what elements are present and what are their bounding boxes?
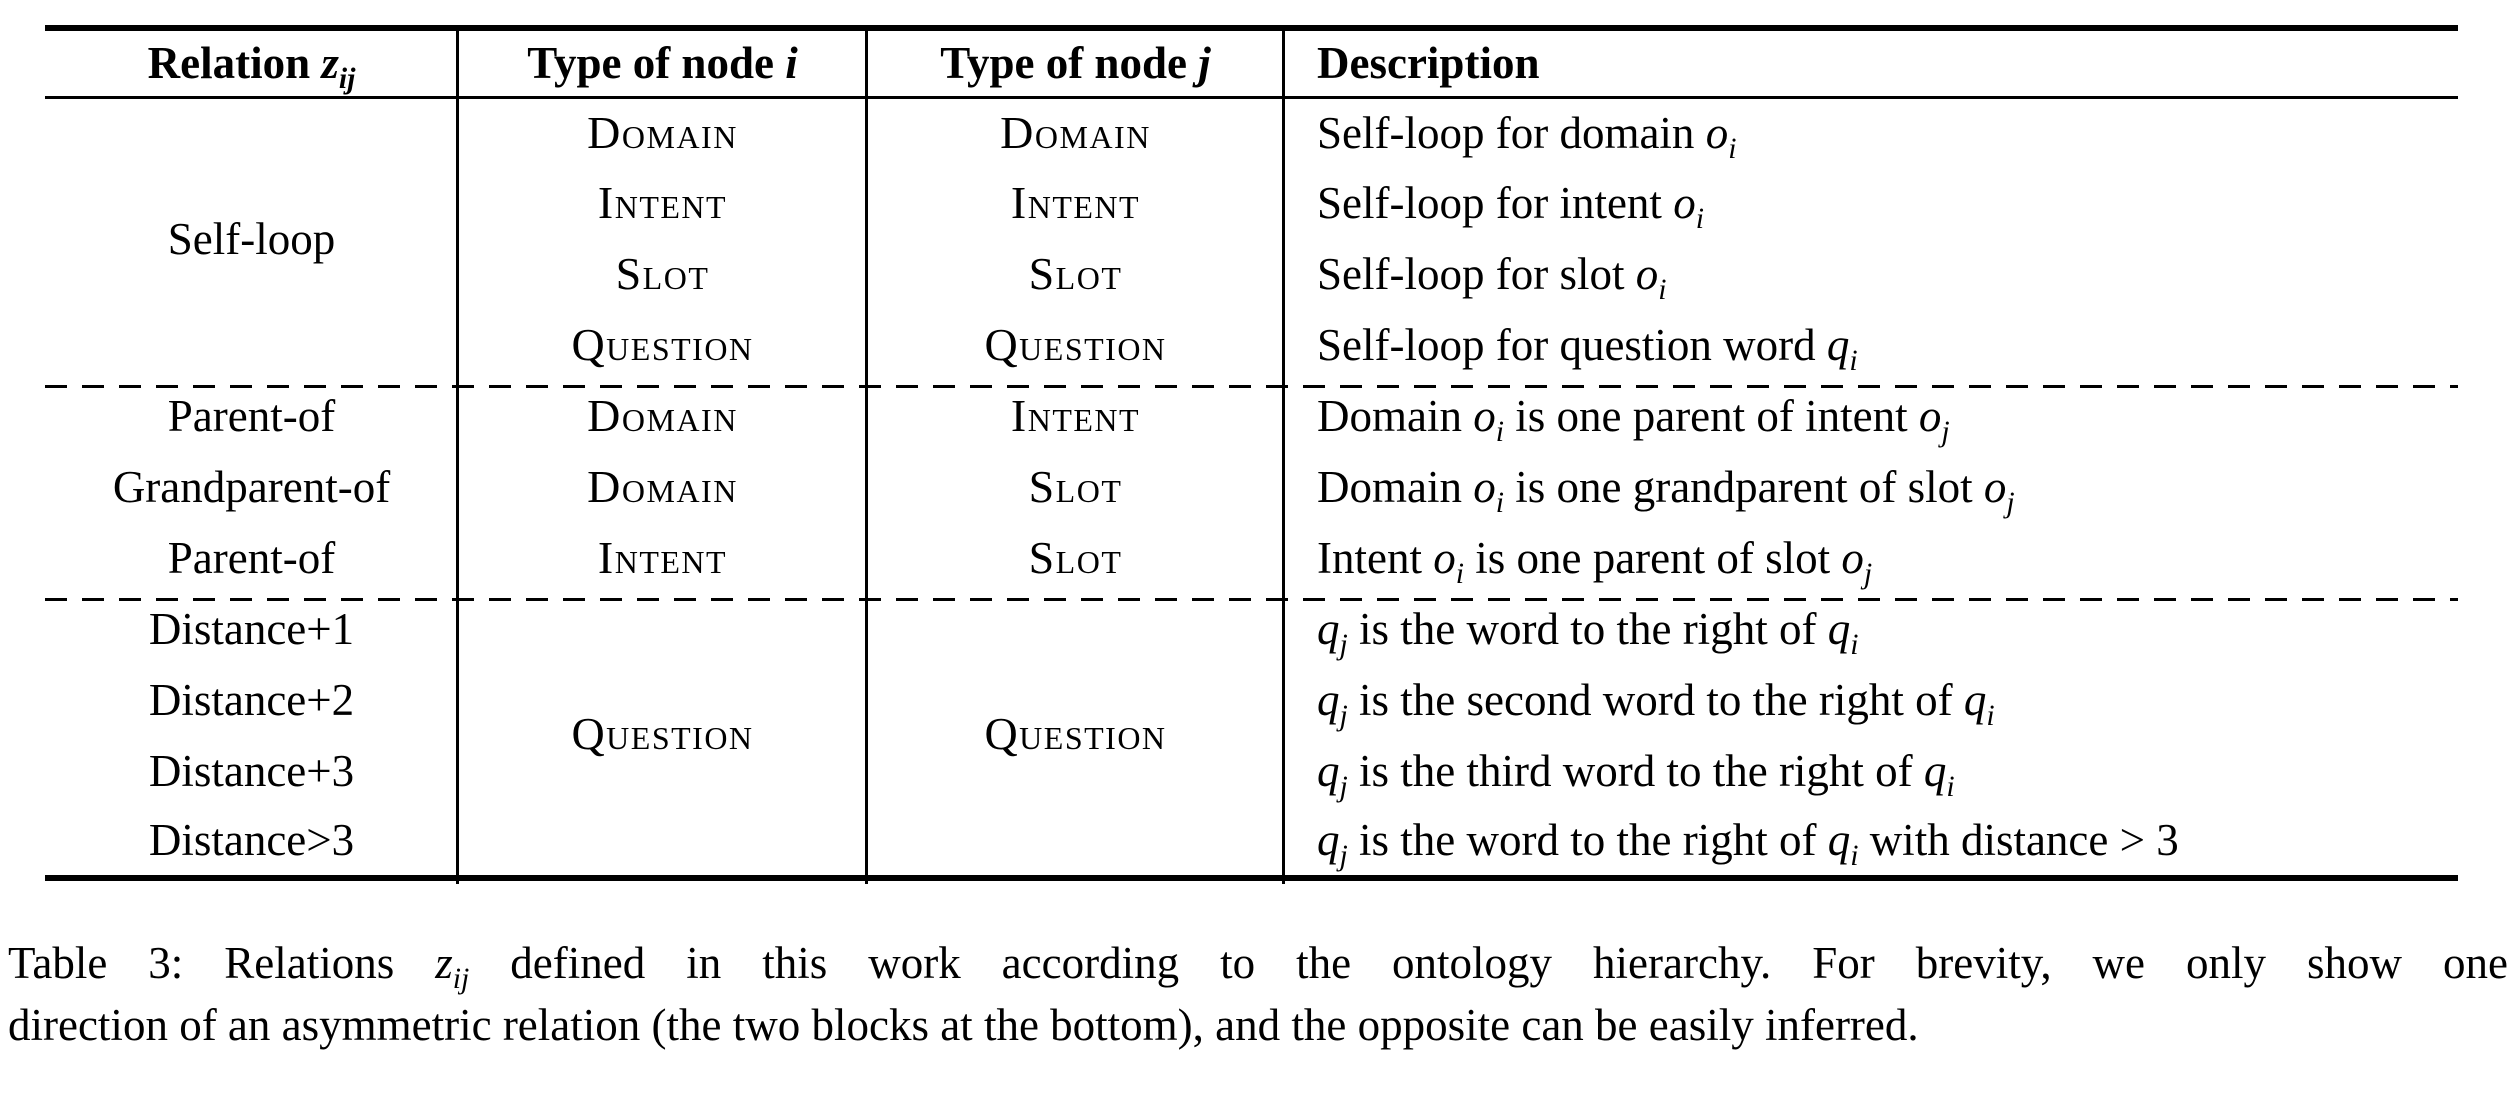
description-cell: qj is the second word to the right of qi xyxy=(1317,674,1995,732)
table-row: Self-loop Domain Domain Self-loop for do… xyxy=(45,97,2458,262)
table-caption: Table 3: Relations zij defined in this w… xyxy=(8,932,2508,1056)
node-i-cell: Intent xyxy=(597,177,728,229)
table-row: Intent Intent Self-loop for intent oi xyxy=(45,168,2458,239)
relation-cell: Distance>3 xyxy=(148,815,355,866)
node-j-cell: Domain xyxy=(1000,107,1151,159)
description-cell: Domain oi is one parent of intent oj xyxy=(1317,390,1950,448)
header-relation: Relation zij xyxy=(147,37,356,95)
description-cell: Domain oi is one grandparent of slot oj xyxy=(1317,461,2015,519)
table-row: Parent-of Domain Intent Domain oi is one… xyxy=(45,381,2458,452)
node-i-cell: Question xyxy=(571,319,754,371)
node-j-cell: Slot xyxy=(1028,461,1123,513)
node-i-cell: Intent xyxy=(597,532,728,584)
header-row: Relation zij Type of node i Type of node… xyxy=(45,28,2458,97)
block-separator-dashed-1 xyxy=(45,385,2458,388)
node-j-cell-question: Question xyxy=(984,708,1167,760)
node-i-cell: Domain xyxy=(587,390,738,442)
description-cell: Intent oi is one parent of slot oj xyxy=(1317,532,1873,590)
relations-table: Relation zij Type of node i Type of node… xyxy=(45,25,2458,890)
node-j-cell: Slot xyxy=(1028,248,1123,300)
relation-cell: Distance+1 xyxy=(148,603,355,654)
table-row: Grandparent-of Domain Slot Domain oi is … xyxy=(45,452,2458,523)
description-cell: Self-loop for question word qi xyxy=(1317,319,1858,377)
table-caption-line-2: direction of an asymmetric relation (the… xyxy=(8,1000,1919,1050)
description-cell: qj is the word to the right of qi xyxy=(1317,603,1859,661)
table-row: Slot Slot Self-loop for slot oi xyxy=(45,239,2458,310)
column-separator-2 xyxy=(865,31,868,884)
table-row: Parent-of Intent Slot Intent oi is one p… xyxy=(45,523,2458,594)
relation-cell: Parent-of xyxy=(167,532,336,583)
table-row: Question Question Self-loop for question… xyxy=(45,310,2458,381)
table-caption-line-1: Table 3: Relations zij defined in this w… xyxy=(8,938,2508,995)
relation-cell-selfloop: Self-loop xyxy=(167,214,336,265)
column-separator-1 xyxy=(456,31,459,884)
node-i-cell-question: Question xyxy=(571,708,754,760)
relations-table-grid: Relation zij Type of node i Type of node… xyxy=(45,25,2458,881)
node-j-cell: Intent xyxy=(1010,177,1141,229)
relation-cell: Parent-of xyxy=(167,390,336,441)
node-j-cell: Slot xyxy=(1028,532,1123,584)
node-i-cell: Domain xyxy=(587,461,738,513)
header-description: Description xyxy=(1317,37,1540,88)
relation-cell: Distance+3 xyxy=(148,745,355,796)
block-separator-dashed-2 xyxy=(45,598,2458,601)
header-node-i: Type of node i xyxy=(527,37,798,88)
node-j-cell: Intent xyxy=(1010,390,1141,442)
description-cell: Self-loop for slot oi xyxy=(1317,248,1667,306)
description-cell: Self-loop for domain oi xyxy=(1317,107,1737,165)
node-j-cell: Question xyxy=(984,319,1167,371)
description-cell: qj is the word to the right of qi with d… xyxy=(1317,815,2179,873)
relation-cell: Distance+2 xyxy=(148,674,355,725)
description-cell: qj is the third word to the right of qi xyxy=(1317,745,1955,803)
table-row: Distance+3 qj is the third word to the r… xyxy=(45,736,2458,807)
header-node-j: Type of node j xyxy=(940,37,1211,88)
description-cell: Self-loop for intent oi xyxy=(1317,177,1704,235)
table-row: Distance>3 qj is the word to the right o… xyxy=(45,807,2458,878)
column-separator-3 xyxy=(1282,31,1285,884)
table-row: Distance+2 qj is the second word to the … xyxy=(45,665,2458,736)
relation-cell: Grandparent-of xyxy=(112,461,391,512)
node-i-cell: Slot xyxy=(615,248,710,300)
node-i-cell: Domain xyxy=(587,107,738,159)
table-row: Distance+1 Question Question qj is the w… xyxy=(45,594,2458,758)
